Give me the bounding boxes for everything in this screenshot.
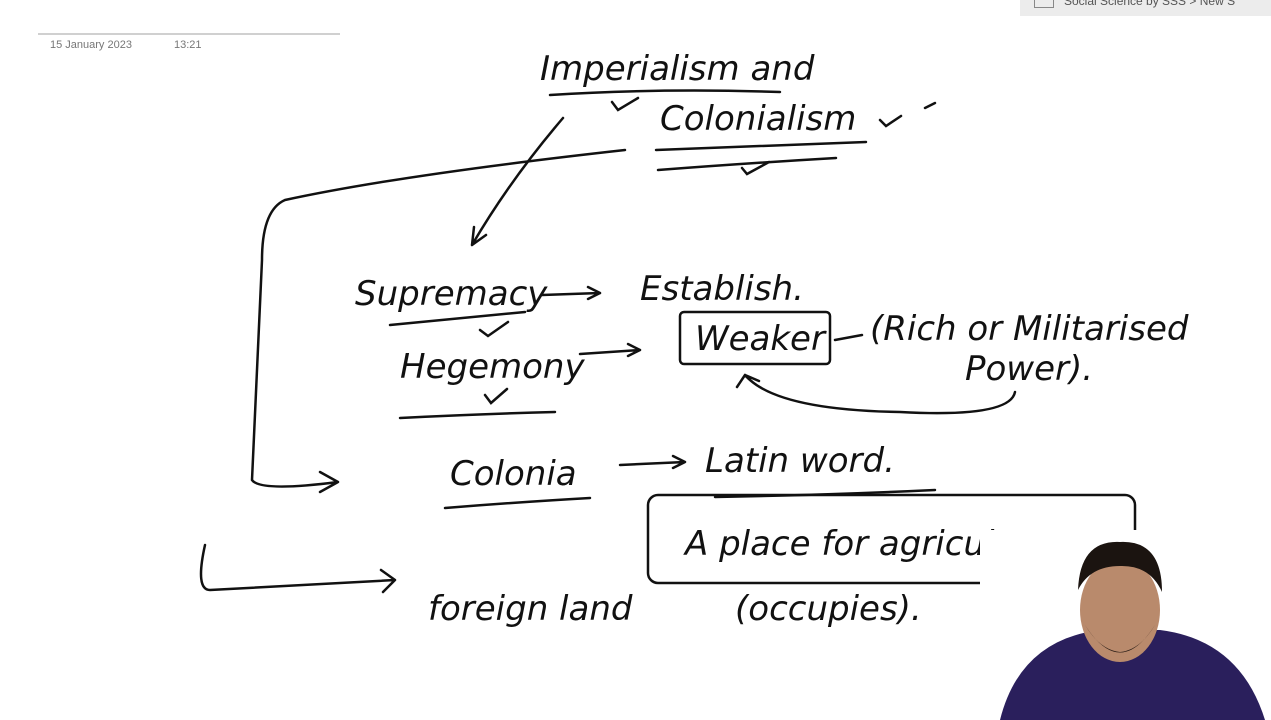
underline-colonialism [654, 140, 868, 172]
page-time: 13:21 [174, 39, 202, 51]
text-foreign-land: foreign land [428, 589, 633, 629]
checkmark [610, 96, 640, 112]
arrow-to-foreign-land [199, 543, 397, 594]
webcam-overlay [980, 530, 1271, 720]
title-colonialism: Colonialism [660, 99, 856, 139]
presenter-face [1080, 558, 1160, 662]
notebook-icon [1034, 0, 1054, 8]
text-latin-word: Latin word. [705, 441, 895, 481]
word-supremacy: Supremacy [355, 274, 548, 314]
weaker-box [678, 310, 832, 366]
arrow-colonia-latin [618, 454, 687, 470]
word-weaker: Weaker [695, 319, 827, 359]
arrow-hegemony-weaker [578, 342, 642, 358]
underline-colonia [443, 496, 592, 510]
arrow-supremacy-establish [540, 285, 602, 301]
presenter-shirt [1000, 630, 1265, 720]
text-rich-or-militarised: (Rich or Militarised [870, 309, 1189, 349]
presenter-beard [1085, 625, 1155, 653]
arrow-to-weaker [833, 333, 864, 342]
arrow-power-to-weaker [735, 373, 1017, 415]
presenter-hair [1078, 541, 1162, 592]
notebook-breadcrumb-tab[interactable]: Social Science by SSS > New S [1020, 0, 1271, 16]
word-colonia: Colonia [450, 454, 577, 494]
word-establish: Establish. [640, 269, 804, 309]
underline-hegemony [398, 387, 557, 420]
page-title-divider [38, 33, 340, 35]
arrow-to-colonia [250, 148, 627, 494]
text-power: Power). [965, 349, 1093, 389]
underline-imperialism [548, 89, 782, 97]
arrow-to-supremacy [470, 116, 565, 247]
page-date: 15 January 2023 [50, 39, 132, 51]
title-imperialism: Imperialism and [540, 49, 815, 89]
checkmark [740, 160, 771, 176]
breadcrumb-label: Social Science by SSS > New S [1064, 0, 1236, 8]
text-occupies: (occupies). [735, 589, 922, 629]
underline-supremacy [388, 310, 527, 338]
word-hegemony: Hegemony [400, 347, 585, 387]
presenter-video [1000, 541, 1265, 720]
checkmark [878, 101, 937, 128]
